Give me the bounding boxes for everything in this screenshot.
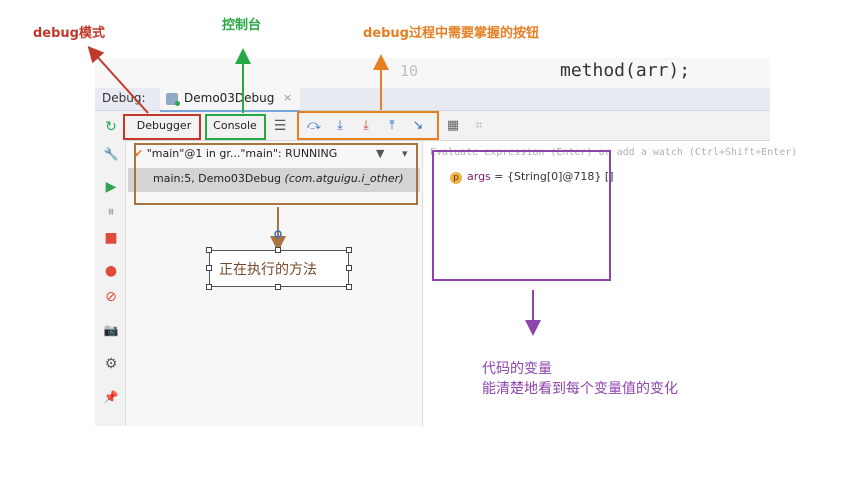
mute-breakpoints-icon[interactable]: ⊘ [105,289,117,305]
settings-wrench-icon[interactable]: 🔧 [103,147,119,161]
rerun-icon[interactable]: ↻ [105,119,117,135]
frame-package: (com.atguigu.i_other) [284,172,404,185]
evaluate-input[interactable]: Evaluate expression (Enter) or add a wat… [430,147,798,158]
left-debug-toolbar [95,112,126,426]
layout-menu-icon[interactable]: ☰ [273,118,287,134]
close-tab-icon[interactable]: × [283,91,293,104]
callout-handle [206,265,212,271]
variables-highlight-box [432,150,611,281]
variable-value: = {String[0]@718} [] [494,170,614,183]
variable-row[interactable]: args = {String[0]@718} [] [467,170,614,183]
step-into-icon[interactable]: ⤓ [337,118,343,133]
buttons-note: debug过程中需要掌握的按钮 [363,26,539,41]
pin-icon[interactable]: 📌 [103,390,119,404]
variables-note-line2: 能清楚地看到每个变量值的变化 [482,381,678,397]
gear-icon[interactable]: ⚙ [104,356,118,372]
debug-toolbar [125,112,770,141]
variables-note-line1: 代码的变量 [482,361,552,377]
console-tab[interactable]: Console [213,119,257,132]
chevron-down-icon[interactable]: ▾ [402,147,408,160]
run-to-cursor-icon[interactable]: ↘ [412,118,424,133]
frame-method: main:5, Demo03Debug [153,172,282,185]
check-icon: ✔ [134,147,144,160]
debug-window-label: Debug: [102,91,146,105]
running-dot-icon [175,101,180,106]
variables-panel [423,141,770,426]
stop-icon[interactable]: ■ [104,230,118,246]
current-frame-row[interactable] [128,168,420,192]
evaluate-expression-icon[interactable]: ▦ [446,118,460,133]
debugger-tab[interactable]: Debugger [136,119,192,132]
executing-method-callout [209,250,349,287]
callout-handle [346,265,352,271]
filter-icon[interactable]: ▼ [376,147,385,160]
code-fragment: method(arr); [560,60,691,81]
trace-icon[interactable]: ⌗ [475,118,483,133]
callout-handle [275,284,281,290]
tab-title: Demo03Debug [184,91,275,105]
resume-icon[interactable]: ▶ [105,179,117,195]
debugger-highlight-box [123,114,201,140]
step-out-icon[interactable]: ⤒ [389,118,395,133]
console-highlight-box [205,114,266,140]
pause-icon[interactable]: ⏸ [107,204,115,220]
tab-demo03debug[interactable] [160,88,300,112]
frames-highlight-box [134,143,418,205]
debug-mode-note: debug模式 [33,26,105,41]
buttons-highlight-box [297,111,439,140]
thread-selector[interactable]: ✔ "main"@1 in gr..."main": RUNNING ▼ ▾ [134,147,414,165]
callout-handle [346,247,352,253]
callout-handle [346,284,352,290]
executing-method-note: 正在执行的方法 [219,262,317,278]
callout-handle [206,284,212,290]
thread-label: "main"@1 in gr..."main": RUNNING [146,147,338,160]
callout-handle [275,247,281,253]
variable-name: args [467,170,491,183]
parameter-icon: p [450,172,462,184]
camera-icon[interactable]: 📷 [103,323,119,337]
callout-handle [206,247,212,253]
current-frame-text: main:5, Demo03Debug (com.atguigu.i_other… [153,172,404,185]
console-note: 控制台 [222,18,262,33]
force-step-into-icon[interactable]: ⤓ [363,118,369,133]
line-number: 10 [400,62,419,80]
editor-strip [95,58,770,88]
view-breakpoints-icon[interactable]: ● [104,263,118,279]
step-over-icon[interactable]: ⤼ [307,118,321,133]
